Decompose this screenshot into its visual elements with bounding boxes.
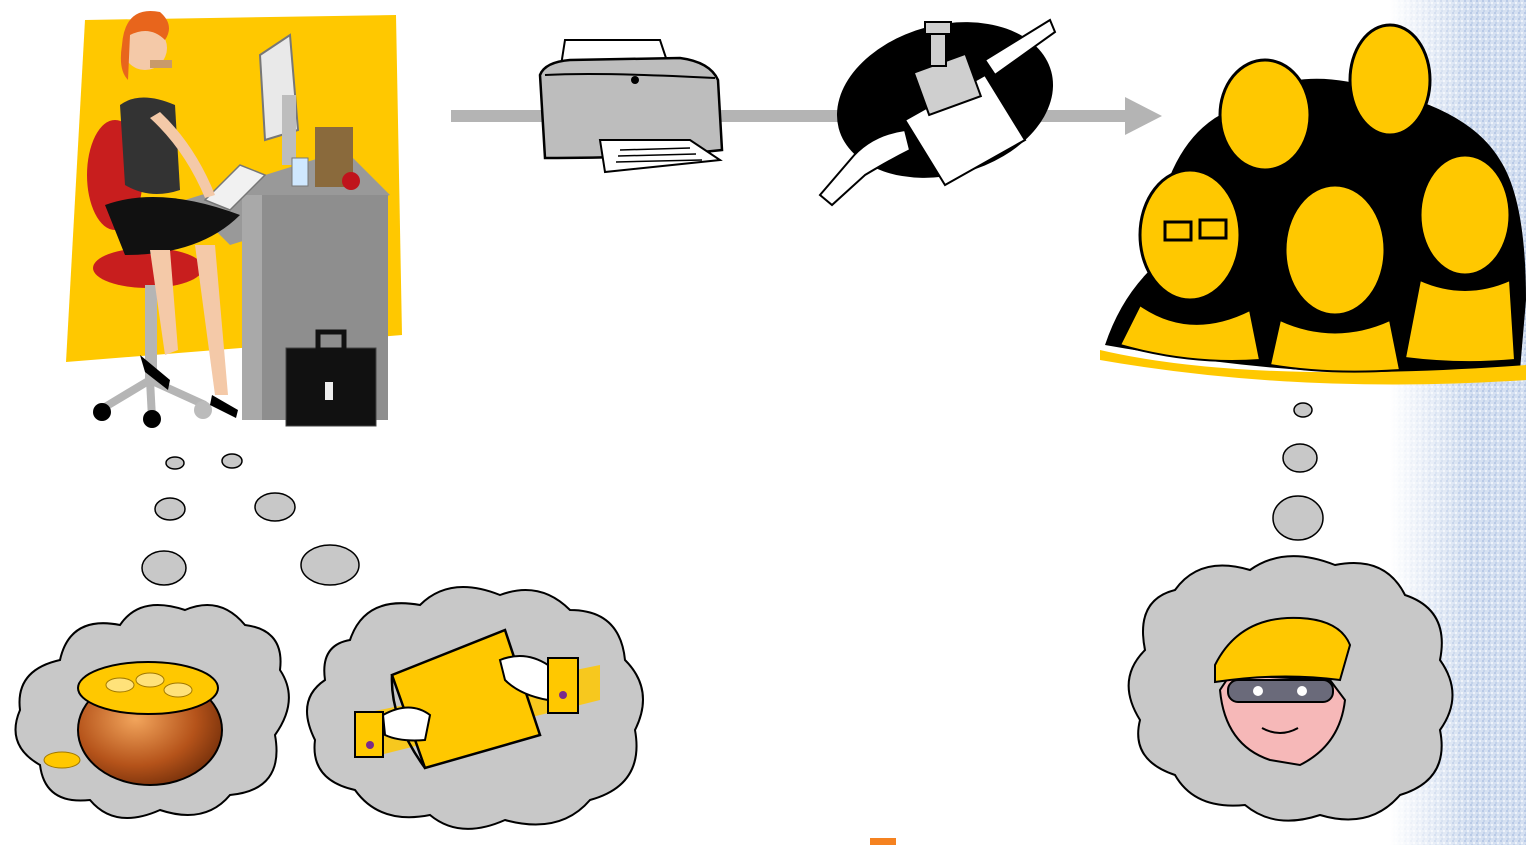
- people-thought-trail: [1273, 403, 1323, 540]
- thought-cloud-pot-of-gold: [16, 605, 289, 818]
- thought-cloud-thief: [1129, 556, 1453, 821]
- worker-thought-trail-left: [142, 457, 186, 585]
- office-worker-icon: [66, 11, 402, 428]
- orange-accent-marker: [870, 838, 896, 845]
- printer-icon: [540, 40, 722, 172]
- worker-thought-trail-right: [222, 454, 359, 585]
- rubber-stamp-icon: [819, 0, 1070, 205]
- thought-cloud-document-handover: [307, 587, 643, 829]
